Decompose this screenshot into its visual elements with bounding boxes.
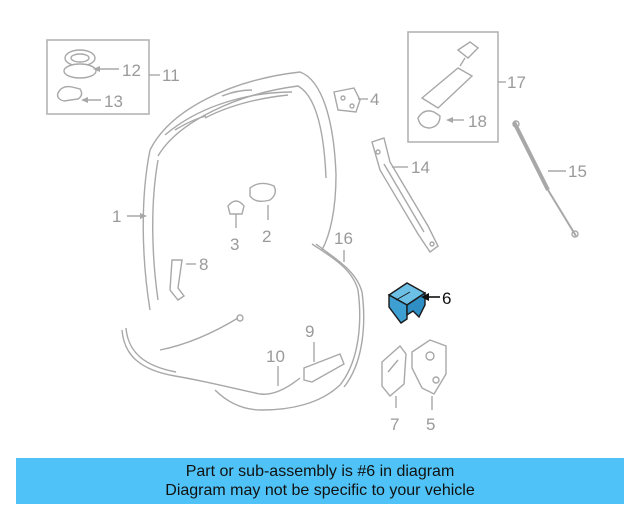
- callout-12: 12: [122, 61, 141, 80]
- hood-bumper-3: [227, 200, 245, 228]
- hood-latch-7: [381, 344, 407, 408]
- callout-3: 3: [230, 235, 239, 254]
- callout-5: 5: [426, 415, 435, 434]
- callout-17: 17: [507, 73, 526, 92]
- callout-8: 8: [199, 255, 208, 274]
- release-cable-10: [121, 314, 301, 395]
- callout-15: 15: [568, 162, 587, 181]
- release-handle-9: [303, 342, 345, 383]
- callout-13: 13: [104, 92, 123, 111]
- gas-strut-15: [512, 120, 579, 238]
- callout-4: 4: [370, 90, 379, 109]
- hood-panel-outline: [142, 71, 337, 311]
- callout-2: 2: [262, 227, 271, 246]
- part-group-box-11: [46, 39, 160, 115]
- part-group-box-17: [407, 31, 506, 143]
- hood-bumper-2: [249, 182, 277, 220]
- callout-1: 1: [112, 207, 121, 226]
- info-banner: Part or sub-assembly is #6 in diagram Di…: [16, 458, 624, 504]
- callout-7: 7: [390, 415, 399, 434]
- hood-lock-5: [411, 339, 447, 410]
- callout-16: 16: [334, 229, 353, 248]
- release-cable-16: [214, 243, 365, 411]
- hinge-bracket-4: [333, 87, 368, 113]
- callout-10: 10: [266, 347, 285, 366]
- callout-18: 18: [468, 112, 487, 131]
- callout-14: 14: [411, 158, 430, 177]
- callout-9: 9: [305, 322, 314, 341]
- support-clip-8: [169, 259, 196, 301]
- banner-line-1: Part or sub-assembly is #6 in diagram: [185, 463, 455, 480]
- highlighted-part-6: [387, 282, 427, 324]
- hinge-arm-14: [371, 137, 439, 254]
- parts-diagram: 12 11 13 17 18 1 4: [46, 31, 587, 434]
- callout-11: 11: [162, 66, 180, 85]
- banner-line-2: Diagram may not be specific to your vehi…: [165, 482, 475, 499]
- callout-6: 6: [442, 289, 451, 308]
